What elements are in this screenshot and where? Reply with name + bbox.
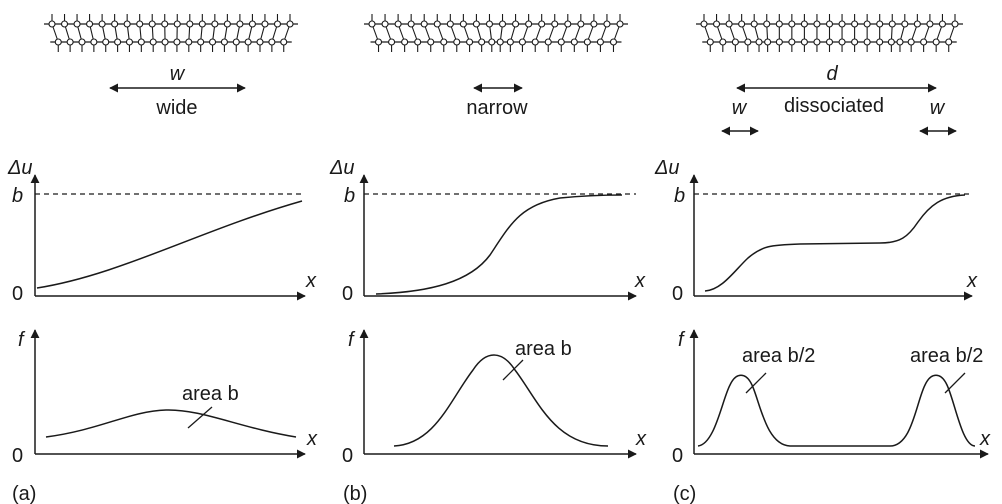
width-label-b: narrow [466, 97, 528, 119]
x-label-bottom-b: x [635, 428, 647, 450]
width-symbol-a: w [170, 63, 186, 85]
area-label-right-c: area b/2 [910, 345, 983, 367]
area-pointer-a [187, 406, 213, 429]
panel-c: d dissociated w w Δu b 0 x f 0 x area b/… [654, 14, 991, 504]
caption-c: (c) [673, 483, 696, 504]
area-label-b: area b [515, 338, 572, 360]
origin-top-c: 0 [672, 283, 683, 305]
caption-a: (a) [12, 483, 36, 504]
f-curve-a [45, 409, 297, 438]
width-symbol-left-c: w [732, 97, 748, 119]
origin-top-a: 0 [12, 283, 23, 305]
x-label-top-a: x [305, 270, 317, 292]
area-pointer-b [502, 359, 524, 381]
x-label-top-b: x [634, 270, 646, 292]
area-label-a: area b [182, 383, 239, 405]
area-label-left-c: area b/2 [742, 345, 815, 367]
f-axis-label-c: f [678, 329, 686, 351]
panel-a: w wide Δu b 0 x f 0 x area b (a) [7, 14, 318, 504]
du-curve-a [36, 200, 303, 289]
panel-b: narrow Δu b 0 x f 0 x area b (b) [329, 14, 647, 504]
x-label-bottom-c: x [979, 428, 991, 450]
lattice-b [364, 14, 628, 52]
origin-top-b: 0 [342, 283, 353, 305]
x-label-bottom-a: x [306, 428, 318, 450]
du-curve-b [375, 194, 623, 295]
width-label-c: dissociated [784, 95, 884, 117]
du-axis-label-c: Δu [654, 157, 680, 179]
f-curve-b [393, 354, 609, 447]
lattice-a [44, 14, 298, 52]
width-label-a: wide [155, 97, 197, 119]
span-symbol-c: d [826, 63, 838, 85]
f-curve-c [697, 374, 976, 447]
origin-bottom-c: 0 [672, 445, 683, 467]
area-pointer-left-c [745, 372, 767, 394]
level-b-label-c: b [674, 185, 685, 207]
du-axis-label-b: Δu [329, 157, 355, 179]
area-pointer-right-c [944, 372, 966, 394]
f-axis-label-a: f [18, 329, 26, 351]
origin-bottom-b: 0 [342, 445, 353, 467]
du-axis-label-a: Δu [7, 157, 33, 179]
origin-bottom-a: 0 [12, 445, 23, 467]
level-b-label-b: b [344, 185, 355, 207]
x-label-top-c: x [966, 270, 978, 292]
lattice-c [696, 14, 963, 52]
du-curve-c [704, 194, 966, 292]
width-symbol-right-c: w [930, 97, 946, 119]
f-axis-label-b: f [348, 329, 356, 351]
caption-b: (b) [343, 483, 367, 504]
level-b-label-a: b [12, 185, 23, 207]
